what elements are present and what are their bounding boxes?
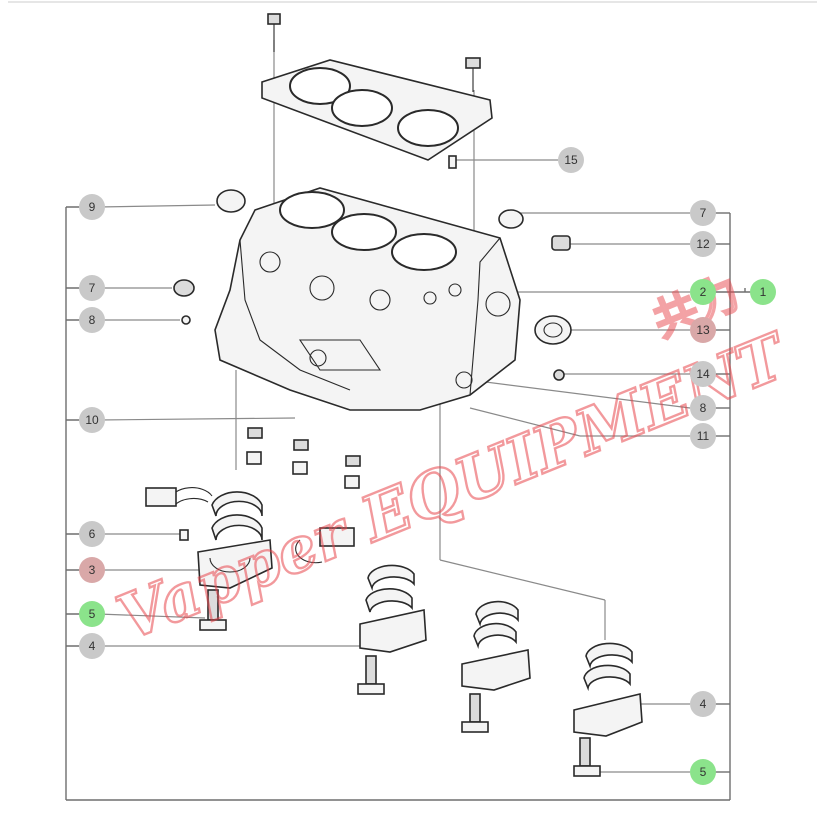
assembly-frame [65, 206, 760, 801]
callout-bubble [79, 407, 105, 433]
callout-12: 12 [690, 231, 716, 257]
thrust-bearing-left [145, 487, 213, 507]
callout-bubble [79, 194, 105, 220]
plug-7-left [173, 279, 195, 297]
callout-bubble [690, 691, 716, 717]
oil-seal-13 [534, 315, 572, 345]
callout-bubble [79, 557, 105, 583]
callout-7-left: 7 [79, 275, 105, 301]
callouts: 15 9 7 12 7 2 1 8 13 14 8 10 11 6 3 5 4 … [79, 147, 776, 785]
callout-3: 3 [79, 557, 105, 583]
callout-4-left: 4 [79, 633, 105, 659]
callout-14: 14 [690, 361, 716, 387]
callout-label: 8 [89, 313, 96, 327]
callout-bubble [690, 231, 716, 257]
callout-bubble [558, 147, 584, 173]
callout-label: 3 [89, 563, 96, 577]
cylinder-block [214, 187, 521, 411]
callout-label: 12 [696, 237, 710, 251]
callout-9: 9 [79, 194, 105, 220]
callout-bubble [690, 423, 716, 449]
main-bearing-cap-rear [573, 642, 643, 777]
callout-bubble [690, 395, 716, 421]
callout-label: 11 [697, 429, 710, 443]
callout-1: 1 [750, 279, 776, 305]
callout-bubble [750, 279, 776, 305]
callout-label: 15 [564, 153, 578, 167]
callout-label: 7 [89, 281, 96, 295]
callout-11: 11 [690, 423, 716, 449]
thrust-bearing-right [295, 527, 355, 564]
callout-label: 14 [696, 367, 710, 381]
callout-8-left: 8 [79, 307, 105, 333]
plug-7-right [498, 209, 524, 229]
callout-bubble [79, 633, 105, 659]
callout-label: 4 [700, 697, 707, 711]
pin-6 [179, 529, 189, 541]
block-bolts [246, 427, 361, 489]
callout-6: 6 [79, 521, 105, 547]
main-bearing-cap-2 [357, 564, 427, 695]
head-bolt-right [465, 57, 481, 92]
callout-label: 7 [700, 206, 707, 220]
callout-label: 2 [700, 285, 707, 299]
callout-bubble [690, 361, 716, 387]
callout-2: 2 [690, 279, 716, 305]
callout-label: 5 [89, 607, 96, 621]
callout-4-right: 4 [690, 691, 716, 717]
callout-bubble [690, 279, 716, 305]
callout-bubble [79, 275, 105, 301]
callout-8-right: 8 [690, 395, 716, 421]
callout-13: 13 [690, 317, 716, 343]
main-bearing-upper [211, 491, 263, 541]
callout-label: 6 [89, 527, 96, 541]
plug-14 [553, 369, 565, 381]
pin-8-left [181, 315, 191, 325]
callout-label: 10 [85, 413, 99, 427]
callout-label: 9 [89, 200, 96, 214]
callout-10: 10 [79, 407, 105, 433]
callout-label: 5 [700, 765, 707, 779]
callout-bubble [690, 200, 716, 226]
callout-label: 4 [89, 639, 96, 653]
main-bearing-cap-3 [461, 600, 531, 733]
callout-label: 8 [700, 401, 707, 415]
callout-bubble [690, 317, 716, 343]
head-gasket [261, 59, 493, 161]
callout-5-left: 5 [79, 601, 105, 627]
callout-label: 1 [760, 285, 767, 299]
dowel-pin [448, 155, 457, 169]
callout-15: 15 [558, 147, 584, 173]
callout-bubble [79, 307, 105, 333]
head-bolt-left [267, 13, 281, 52]
callout-7-right: 7 [690, 200, 716, 226]
callout-label: 13 [696, 323, 710, 337]
callout-bubble [690, 759, 716, 785]
callout-5-right: 5 [690, 759, 716, 785]
main-bearing-cap-front [197, 539, 273, 631]
leader-lines [97, 40, 691, 773]
callout-bubble [79, 521, 105, 547]
callout-bubble [79, 601, 105, 627]
expansion-plug-9 [216, 189, 246, 213]
plug-12 [551, 235, 571, 251]
